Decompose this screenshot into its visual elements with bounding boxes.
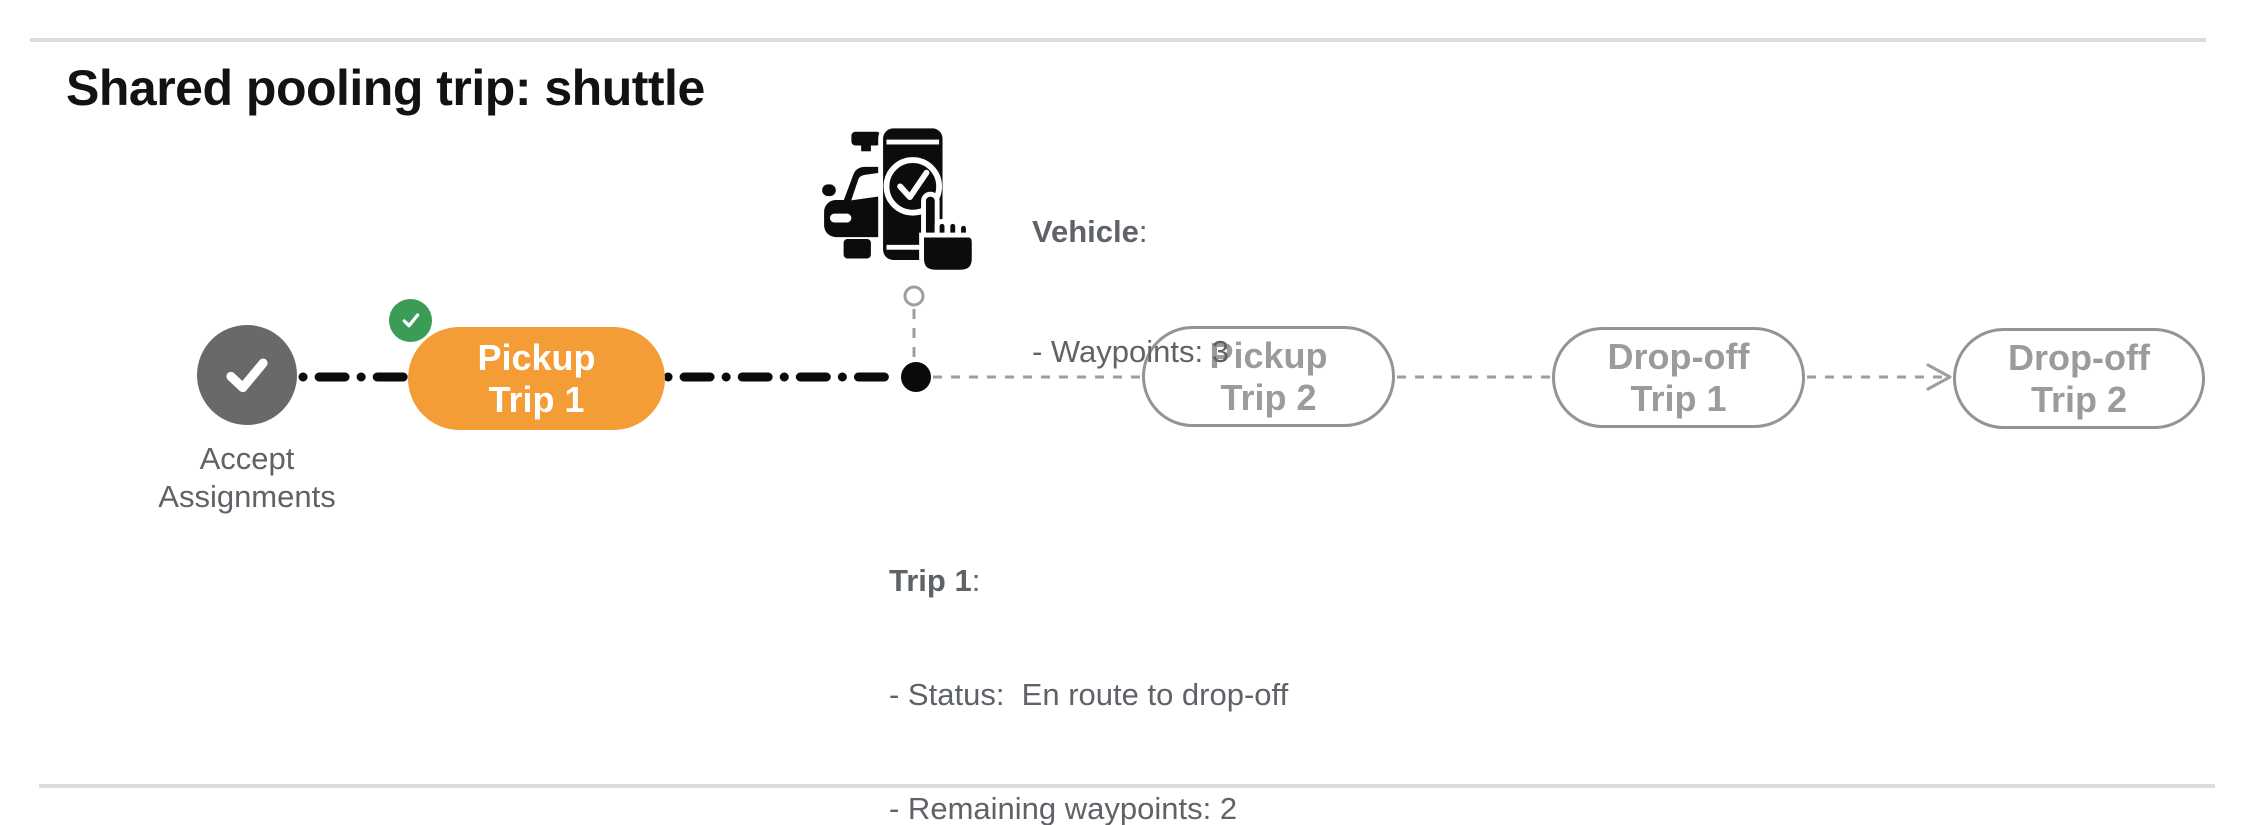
check-icon xyxy=(226,358,268,393)
vehicle-pointer-circle xyxy=(903,285,925,307)
accept-assignments-label: Accept Assignments xyxy=(158,441,336,514)
node-pickup-trip-2: Pickup Trip 2 xyxy=(1142,326,1395,427)
node-dropoff-trip-1: Drop-off Trip 1 xyxy=(1552,327,1805,428)
current-position-dot xyxy=(901,362,931,392)
bottom-divider xyxy=(39,784,2215,788)
vehicle-info: Vehicle: - Waypoints: 3 xyxy=(1032,132,1229,452)
top-divider xyxy=(30,38,2206,42)
accept-assignments-node xyxy=(197,325,297,425)
node-dropoff-trip-2: Drop-off Trip 2 xyxy=(1953,328,2205,429)
check-badge-icon xyxy=(402,312,419,327)
arrowhead-icon xyxy=(1926,363,1952,391)
vehicle-info-waypoints: - Waypoints: 3 xyxy=(1032,334,1229,369)
page-title: Shared pooling trip: shuttle xyxy=(66,60,705,116)
completed-badge xyxy=(389,299,432,342)
trip-status-block: Trip 1: - Status: En route to drop-off -… xyxy=(889,486,1288,825)
car-phone-check-icon xyxy=(822,124,977,275)
trip-status-row: Trip 1: xyxy=(889,563,981,598)
trip-status-row: - Status: En route to drop-off xyxy=(889,677,1289,712)
trip-status-row: - Remaining waypoints: 2 xyxy=(889,791,1238,825)
vehicle-info-title: Vehicle: xyxy=(1032,214,1148,249)
node-pickup-trip-1: Pickup Trip 1 xyxy=(408,327,665,430)
